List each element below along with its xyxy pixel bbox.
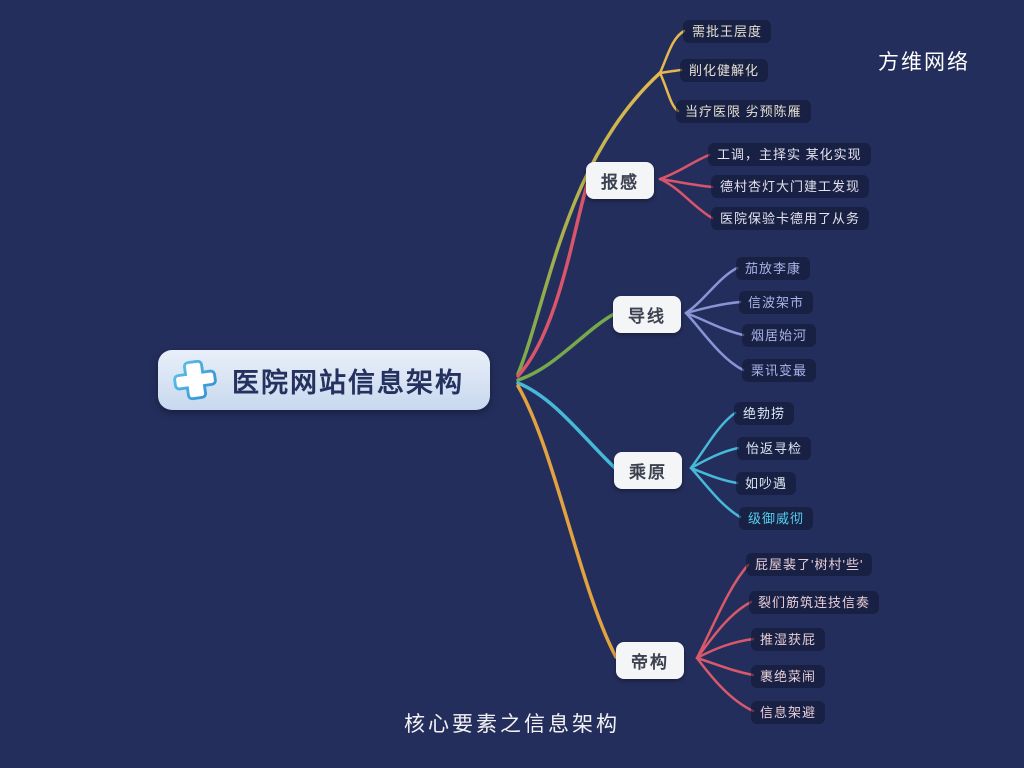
leaf-line: [689, 466, 739, 485]
branch-node-3[interactable]: 乘原: [614, 452, 682, 489]
leaf-node[interactable]: 需批王层度: [683, 20, 772, 43]
leaf-line: [658, 177, 714, 189]
root-node-label: 医院网站信息架构: [232, 367, 464, 398]
leaf-line: [684, 311, 745, 372]
leaf-node[interactable]: 屁屋裴了'树村'些': [746, 553, 873, 576]
leaf-node[interactable]: 级御威彻: [739, 507, 814, 530]
leaf-line: [658, 177, 714, 220]
leaf-node[interactable]: 削化健解化: [680, 59, 769, 82]
leaf-node[interactable]: 裹绝菜闹: [751, 665, 826, 688]
leaf-line: [689, 466, 742, 519]
leaf-node[interactable]: 当疗医限 劣预陈雁: [676, 100, 811, 123]
branch-node-2[interactable]: 导线: [613, 296, 681, 333]
branch-node-4[interactable]: 帝构: [616, 642, 684, 679]
branch-node-1[interactable]: 报感: [586, 162, 654, 199]
leaf-line: [695, 656, 755, 677]
medical-cross-icon: [172, 357, 218, 403]
leaf-node[interactable]: 怡返寻检: [737, 437, 812, 460]
leaf-node[interactable]: 栗讯变最: [742, 359, 817, 382]
leaf-line: [658, 68, 683, 75]
caption: 核心要素之信息架构: [404, 713, 620, 736]
leaf-line: [695, 637, 755, 660]
leaf-line: [684, 266, 739, 315]
leaf-node[interactable]: 如吵遇: [736, 472, 797, 495]
branch-line-top: [516, 71, 662, 376]
leaf-line: [695, 563, 750, 660]
brand-watermark: 方维网络: [878, 51, 970, 74]
leaf-line: [684, 311, 745, 337]
branch-line-1: [516, 180, 590, 378]
branch-line-3: [516, 381, 617, 470]
leaf-node[interactable]: 医院保验卡德用了从务: [711, 207, 870, 230]
leaf-line: [658, 153, 711, 181]
leaf-line: [689, 411, 737, 470]
leaf-node[interactable]: 工调，主择实 某化实现: [708, 143, 871, 166]
leaf-node[interactable]: 裂们筋筑连技信奏: [749, 591, 880, 614]
leaf-node[interactable]: 绝勃捞: [734, 402, 795, 425]
root-node[interactable]: 医院网站信息架构: [158, 350, 490, 410]
leaf-node[interactable]: 德村杏灯大门建工发现: [711, 175, 870, 198]
leaf-line: [695, 600, 753, 660]
leaf-node[interactable]: 茄放李康: [736, 257, 811, 280]
leaf-node[interactable]: 信息架避: [751, 701, 826, 724]
leaf-line: [658, 29, 686, 75]
leaf-line: [689, 446, 740, 470]
leaf-node[interactable]: 信波架市: [739, 291, 814, 314]
branch-line-4: [516, 384, 618, 659]
leaf-line: [684, 300, 742, 315]
leaf-node[interactable]: 烟居始河: [742, 324, 817, 347]
leaf-node[interactable]: 推湿获屁: [751, 628, 826, 651]
branch-line-2: [516, 312, 616, 382]
leaf-line: [695, 656, 755, 713]
